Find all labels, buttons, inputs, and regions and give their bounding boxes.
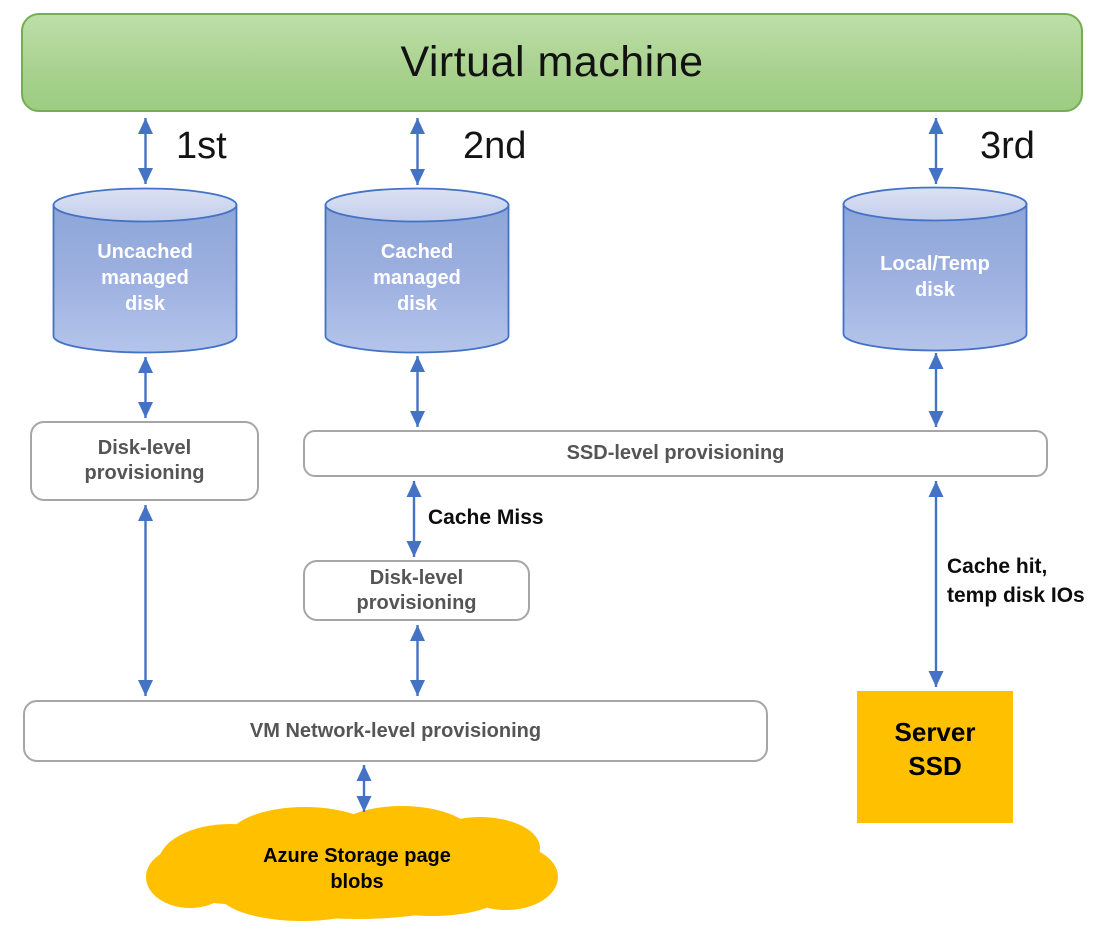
- order-label-2nd: 2nd: [463, 125, 527, 167]
- disk-cylinder-cached: [324, 187, 510, 354]
- cylinder-body: [52, 204, 238, 354]
- cylinder-lid: [324, 187, 510, 223]
- label-cache-hit-temp-disk-ios: Cache hit, temp disk IOs: [947, 555, 1085, 608]
- cached-disk-label: Cached managed disk: [333, 225, 501, 331]
- disk-label-text: Cached managed disk: [373, 241, 461, 315]
- azure-storage-cloud-shape: [146, 806, 558, 921]
- uncached-disk-label: Uncached managed disk: [61, 225, 229, 331]
- order-label-1st: 1st: [176, 125, 227, 167]
- cloud-lobe: [356, 862, 508, 916]
- box-label: Disk-level provisioning: [356, 566, 477, 614]
- box-label: Disk-level provisioning: [84, 437, 205, 484]
- order-label-3rd: 3rd: [980, 125, 1035, 167]
- cloud-lobe: [218, 863, 386, 921]
- box-disk-level-provisioning-middle: Disk-level provisioning: [303, 560, 530, 621]
- cylinder-lid: [52, 187, 238, 223]
- virtual-machine-label: Virtual machine: [400, 38, 704, 86]
- box-vm-network-level-provisioning: VM Network-level provisioning: [23, 700, 768, 762]
- box-label: VM Network-level provisioning: [249, 719, 542, 742]
- disk-label-text: Uncached managed disk: [97, 241, 193, 315]
- cylinder-body: [842, 203, 1028, 352]
- box-ssd-level-provisioning: SSD-level provisioning: [303, 430, 1048, 477]
- cylinder-lid: [842, 186, 1028, 222]
- disk-cylinder-uncached: [52, 187, 238, 354]
- label-cache-miss: Cache Miss: [428, 506, 544, 529]
- cylinder-body: [324, 204, 510, 354]
- box-label: SSD-level provisioning: [566, 442, 785, 464]
- server-ssd-label: Server SSD: [894, 717, 976, 781]
- disk-cylinder-local-temp: [842, 186, 1028, 352]
- azure-storage-cloud-label: Azure Storage page blobs: [263, 845, 451, 893]
- box-disk-level-provisioning-left: Disk-level provisioning: [30, 421, 259, 501]
- disk-label-text: Local/Temp disk: [880, 253, 990, 301]
- box-server-ssd: Server SSD: [857, 691, 1013, 823]
- virtual-machine-box: Virtual machine: [21, 13, 1083, 112]
- local-temp-disk-label: Local/Temp disk: [851, 224, 1019, 330]
